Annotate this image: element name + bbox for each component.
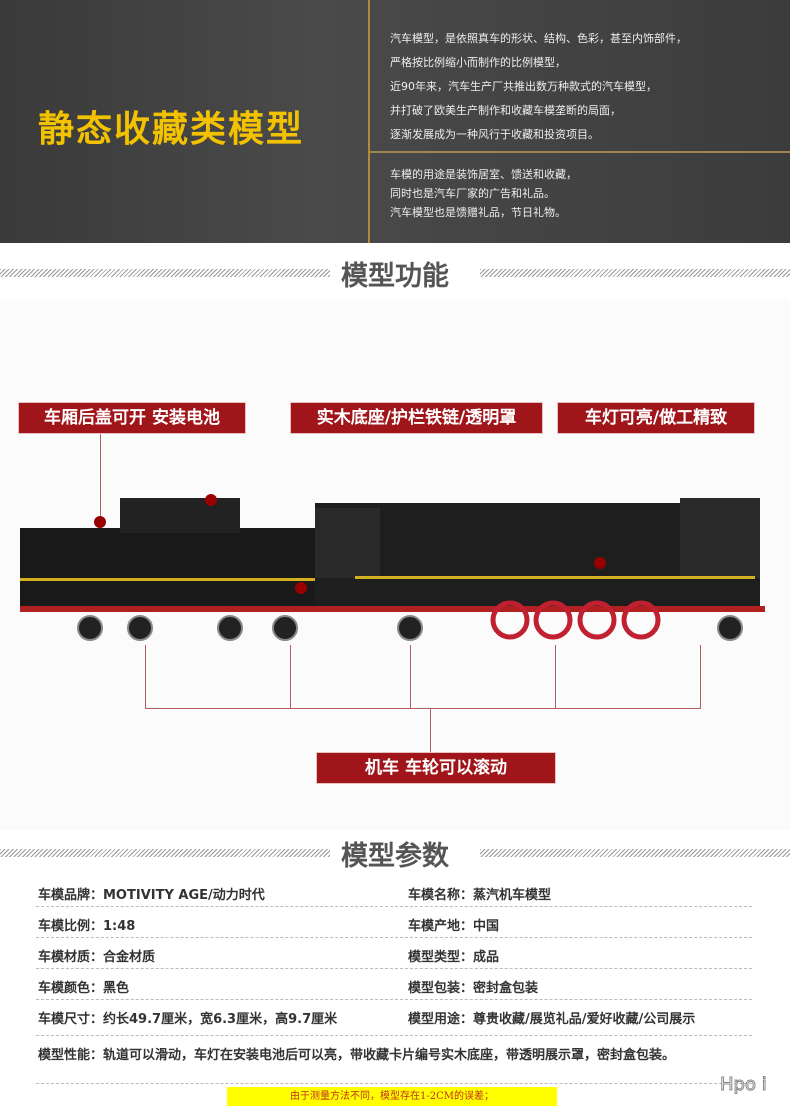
stripe [355, 576, 755, 579]
tender-top [120, 498, 240, 533]
tender-body [20, 528, 320, 610]
section-header-specs: 模型参数 [0, 838, 790, 872]
spec-left: 车模品牌：MOTIVITY AGE/动力时代 [38, 888, 265, 903]
spec-right: 模型用途：尊贵收藏/展览礼品/爱好收藏/公司展示 [408, 1012, 696, 1027]
spec-right: 模型包装：密封盒包装 [408, 981, 539, 996]
divider [368, 0, 370, 243]
spec-row: 车模材质：合金材质 模型类型：成品 [36, 938, 752, 969]
spec-right: 车模产地：中国 [408, 919, 500, 934]
spec-right: 模型类型：成品 [408, 950, 500, 965]
section-header-features: 模型功能 [0, 258, 790, 292]
measurement-note: 由于测量方法不同，模型存在1-2CM的误差； [227, 1087, 557, 1106]
intro-line: 严格按比例缩小而制作的比例模型， [390, 56, 566, 69]
intro-line: 逐渐发展成为一种风行于收藏和投资项目。 [390, 128, 599, 141]
divider [370, 151, 790, 153]
section-title: 模型参数 [341, 841, 449, 872]
feature-label: 车厢后盖可开 安装电池 [18, 402, 246, 434]
intro-line: 并打破了欧美生产制作和收藏车模垄断的局面， [390, 104, 621, 117]
intro-line: 汽车模型，是依照真车的形状、结构、色彩，甚至内饰部件， [390, 32, 687, 45]
spec-left: 车模颜色：黑色 [38, 981, 130, 996]
divider [480, 849, 790, 857]
header-banner: 静态收藏类模型 汽车模型，是依照真车的形状、结构、色彩，甚至内饰部件， 严格按比… [0, 0, 790, 243]
feature-label: 车灯可亮/做工精致 [557, 402, 755, 434]
divider [0, 269, 330, 277]
spec-left: 车模尺寸：约长49.7厘米，宽6.3厘米，高9.7厘米 [38, 1012, 338, 1027]
spec-row: 模型性能：轨道可以滑动，车灯在安装电池后可以亮，带收藏卡片编号实木底座，带透明展… [36, 1036, 752, 1084]
stripe [20, 578, 320, 581]
feature-label: 实木底座/护栏铁链/透明罩 [290, 402, 543, 434]
feature-label: 机车 车轮可以滚动 [316, 752, 556, 784]
intro-text: 汽车模型，是依照真车的形状、结构、色彩，甚至内饰部件， 严格按比例缩小而制作的比… [390, 27, 687, 147]
watermark: Hpo i [720, 1074, 768, 1096]
smokebox [680, 498, 760, 578]
spec-right: 车模名称：蒸汽机车模型 [408, 888, 552, 903]
connector-line [430, 708, 431, 752]
spec-row: 车模品牌：MOTIVITY AGE/动力时代 车模名称：蒸汽机车模型 [36, 876, 752, 907]
usage-line: 同时也是汽车厂家的广告和礼品。 [390, 187, 555, 200]
cab [315, 508, 380, 578]
usage-line: 汽车模型也是馈赠礼品，节日礼物。 [390, 206, 566, 219]
spec-row: 车模比例：1:48 车模产地：中国 [36, 907, 752, 938]
connector-line [410, 645, 411, 708]
connector-line [145, 708, 701, 709]
connector-line [100, 434, 101, 534]
spec-row: 车模颜色：黑色 模型包装：密封盒包装 [36, 969, 752, 1000]
usage-text: 车模的用途是装饰居室、馈送和收藏， 同时也是汽车厂家的广告和礼品。 汽车模型也是… [390, 165, 577, 222]
connector-line [145, 645, 146, 708]
spec-left: 车模材质：合金材质 [38, 950, 156, 965]
spec-left: 车模比例：1:48 [38, 919, 136, 934]
connector-line [700, 645, 701, 708]
usage-line: 车模的用途是装饰居室、馈送和收藏， [390, 168, 577, 181]
connector-line [290, 645, 291, 708]
intro-line: 近90年来，汽车生产厂共推出数万种款式的汽车模型， [390, 80, 657, 93]
spec-performance: 模型性能：轨道可以滑动，车灯在安装电池后可以亮，带收藏卡片编号实木底座，带透明展… [38, 1048, 676, 1063]
locomotive-image [20, 494, 765, 641]
frame [20, 606, 765, 612]
divider [480, 269, 790, 277]
divider [0, 849, 330, 857]
connector-line [555, 645, 556, 708]
spec-row: 车模尺寸：约长49.7厘米，宽6.3厘米，高9.7厘米 模型用途：尊贵收藏/展览礼… [36, 1000, 752, 1036]
page-title: 静态收藏类模型 [38, 108, 305, 150]
section-title: 模型功能 [341, 261, 449, 292]
